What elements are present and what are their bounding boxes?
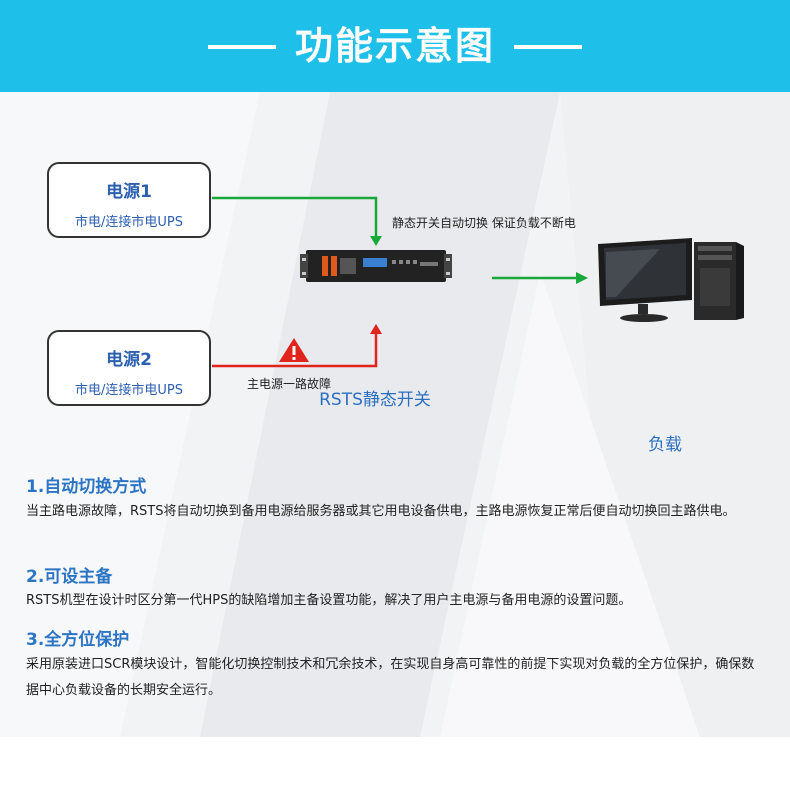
source1-box: 电源1 市电/连接市电UPS xyxy=(47,162,211,238)
source1-sub: 市电/连接市电UPS xyxy=(75,215,183,230)
header-banner: 功能示意图 xyxy=(0,0,790,92)
header-right-rule xyxy=(514,45,582,49)
note-fault: 主电源一路故障 xyxy=(247,377,332,391)
section1-title: 1.自动切换方式 xyxy=(26,477,147,497)
source2-box: 电源2 市电/连接市电UPS xyxy=(47,330,211,406)
computer-icon xyxy=(598,238,744,322)
rsts-switch-icon xyxy=(300,250,452,282)
header-left-rule xyxy=(208,45,276,49)
arrow-source1 xyxy=(370,236,382,246)
connection-lines xyxy=(212,196,744,368)
diagram-panel: 电源1 市电/连接市电UPS 电源2 市电/连接市电UPS 静态开关自动切换 保… xyxy=(0,92,790,737)
section3-text: 采用原装进口SCR模块设计，智能化切换控制技术和冗余技术，在实现自身高可靠性的前… xyxy=(26,657,755,698)
section2-title: 2.可设主备 xyxy=(26,567,113,587)
switch-label: RSTS静态开关 xyxy=(319,390,431,410)
load-label: 负载 xyxy=(648,435,682,455)
warning-icon xyxy=(279,338,309,362)
arrow-to-load xyxy=(576,272,588,284)
source2-sub: 市电/连接市电UPS xyxy=(75,383,183,398)
line-source2 xyxy=(212,332,378,368)
page-title: 功能示意图 xyxy=(294,24,495,68)
section1-text: 当主路电源故障，RSTS将自动切换到备用电源给服务器或其它用电设备供电，主路电源… xyxy=(26,504,736,519)
section2-text: RSTS机型在设计时区分第一代HPS的缺陷增加主备设置功能，解决了用户主电源与备… xyxy=(26,593,632,608)
line-source1 xyxy=(212,196,378,238)
section3-title: 3.全方位保护 xyxy=(26,630,130,650)
note-auto-switch: 静态开关自动切换 保证负载不断电 xyxy=(392,216,576,230)
arrow-source2 xyxy=(370,324,382,334)
source1-name: 电源1 xyxy=(106,182,152,202)
source2-name: 电源2 xyxy=(106,350,152,370)
